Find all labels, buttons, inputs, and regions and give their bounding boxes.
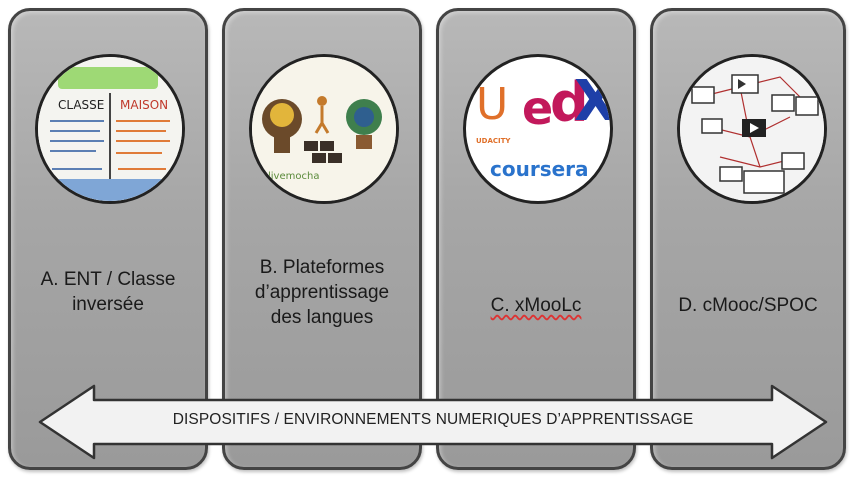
classe-inversee-image: CLASSE MAISON <box>35 54 185 204</box>
panel-c-label: C. xMooLc <box>439 293 633 318</box>
cmooc-network-image <box>677 54 827 204</box>
double-arrow-icon <box>38 384 828 460</box>
edx-logo-d: d <box>550 71 589 134</box>
learning-heads-icon: livemocha <box>252 57 396 201</box>
edx-logo-e: e <box>522 81 554 135</box>
panel-c-label-line-1: C. xMooLc <box>490 295 582 316</box>
edx-logo-x: X <box>574 69 613 134</box>
panel-a-label: A. ENT / Classe inversée <box>11 267 205 317</box>
panel-b-label-line-2: d’apprentissage <box>254 282 390 303</box>
panel-plateformes-langues: livemocha B. Plateformes d’apprentissage… <box>222 8 422 470</box>
panel-cmooc-spoc: D. cMooc/SPOC <box>650 8 846 470</box>
whiteboard-icon: CLASSE MAISON <box>38 57 182 201</box>
panel-xmoolc: U UDACITY e d X coursera C. xMooLc <box>436 8 636 470</box>
panel-a-label-line-2: inversée <box>72 294 144 315</box>
panel-d-label: D. cMooc/SPOC <box>653 293 843 318</box>
panel-b-label-line-1: B. Plateformes <box>259 257 385 278</box>
language-platform-image: livemocha <box>249 54 399 204</box>
udacity-logo-text: UDACITY <box>476 137 511 145</box>
arrow-label: DISPOSITIFS / ENVIRONNEMENTS NUMERIQUES … <box>172 411 694 428</box>
panel-ent-classe-inversee: CLASSE MAISON A. ENT / Classe inversée <box>8 8 208 470</box>
mooc-logos-image: U UDACITY e d X coursera <box>463 54 613 204</box>
udacity-logo-u: U <box>476 79 509 130</box>
panel-b-label-line-3: des langues <box>270 307 374 328</box>
network-of-videos-icon <box>680 57 824 201</box>
panel-a-label-line-1: A. ENT / Classe <box>40 269 176 290</box>
panel-d-label-line-1: D. cMooc/SPOC <box>678 295 818 316</box>
coursera-logo: coursera <box>490 157 589 181</box>
livemocha-caption: livemocha <box>268 171 319 182</box>
panel-b-label: B. Plateformes d’apprentissage des langu… <box>225 255 419 330</box>
double-arrow: DISPOSITIFS / ENVIRONNEMENTS NUMERIQUES … <box>38 384 828 460</box>
board-header-maison: MAISON <box>120 98 168 112</box>
board-header-classe: CLASSE <box>58 98 104 112</box>
